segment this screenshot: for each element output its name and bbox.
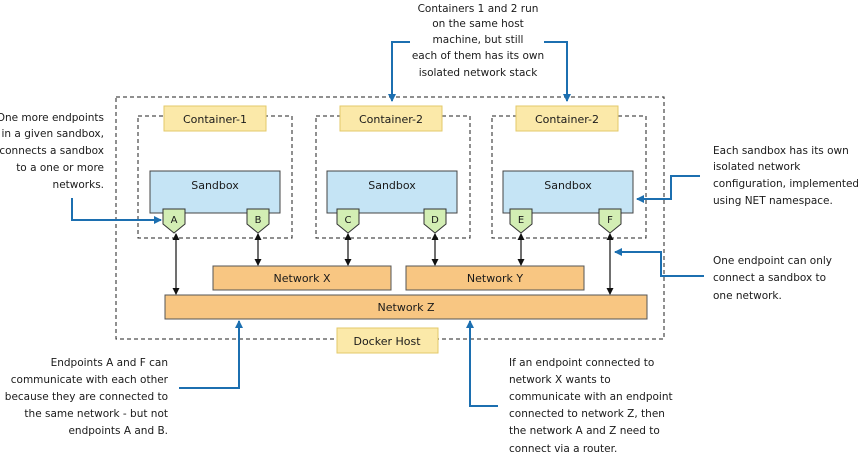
container-tag-label: Container-2 (535, 113, 599, 126)
note-line: to a one or more (16, 162, 104, 174)
note-line: endpoints A and B. (68, 425, 168, 437)
container-tag-1: Container-1 (163, 105, 267, 132)
note-line: network X wants to (509, 374, 611, 386)
endpoint-c: C (336, 208, 360, 234)
callout-arrow-bottom-left (179, 320, 243, 389)
endpoint-label: B (255, 215, 262, 226)
note-line: on the same host (432, 18, 524, 30)
note-bottom-left: Endpoints A and F can communicate with e… (5, 357, 169, 437)
container-tag-2: Container-2 (339, 105, 443, 132)
note-line: communicate with each other (11, 374, 169, 386)
endpoint-label: D (431, 215, 439, 226)
note-line: one network. (713, 290, 782, 302)
note-line: One endpoint can only (713, 255, 832, 267)
note-line: configuration, implemented (713, 178, 858, 190)
endpoint-f: F (598, 208, 622, 234)
note-right-mid: One endpoint can only connect a sandbox … (713, 255, 832, 302)
network-y-label: Network Y (467, 272, 523, 285)
endpoint-label: C (345, 215, 352, 226)
note-line: isolated network stack (419, 67, 539, 79)
endpoint-label: E (518, 215, 524, 226)
note-line: Endpoints A and F can (51, 357, 168, 369)
container-tag-label: Container-1 (183, 113, 247, 126)
callout-arrow-top-left (388, 41, 410, 102)
note-line: in a given sandbox, (2, 128, 104, 140)
endpoint-d: D (423, 208, 447, 234)
container-tag-3: Container-2 (515, 105, 619, 132)
sandbox-label: Sandbox (544, 179, 592, 192)
callout-arrow-top-right (544, 41, 571, 102)
note-line: using NET namespace. (713, 195, 833, 207)
note-line: connect via a router. (509, 443, 617, 455)
callout-arrow-bottom-right (466, 320, 498, 407)
network-x-label: Network X (274, 272, 331, 285)
note-line: connects a sandbox (0, 145, 104, 157)
network-y: Network Y (405, 265, 585, 291)
note-line: connected to network Z, then (509, 408, 665, 420)
network-z: Network Z (164, 294, 648, 320)
note-line: If an endpoint connected to (509, 357, 654, 369)
note-line: the network A and Z need to (509, 425, 660, 437)
note-line: machine, but still (433, 34, 524, 46)
callout-arrow-right-top (636, 175, 700, 203)
sandbox-label: Sandbox (191, 179, 239, 192)
note-line: because they are connected to (5, 391, 168, 403)
note-line: Each sandbox has its own (713, 145, 849, 157)
container-tag-label: Container-2 (359, 113, 423, 126)
network-x: Network X (212, 265, 392, 291)
sandbox-3: Sandbox (502, 170, 634, 214)
note-top: Containers 1 and 2 run on the same host … (412, 3, 544, 79)
sandbox-2: Sandbox (326, 170, 458, 214)
network-z-label: Network Z (378, 301, 435, 314)
note-right-top: Each sandbox has its own isolated networ… (713, 145, 858, 207)
note-line: communicate with an endpoint (509, 391, 673, 403)
sandbox-1: Sandbox (149, 170, 281, 214)
endpoint-e: E (509, 208, 533, 234)
callout-arrow-right-mid (614, 248, 704, 277)
note-left: One more endpoints in a given sandbox, c… (0, 112, 104, 191)
endpoint-a: A (162, 208, 186, 234)
endpoint-label: A (171, 215, 178, 226)
note-bottom-right: If an endpoint connected to network X wa… (509, 357, 673, 455)
note-line: Containers 1 and 2 run (418, 3, 539, 15)
docker-host-tag: Docker Host (336, 327, 439, 354)
note-line: networks. (53, 179, 104, 191)
sandbox-label: Sandbox (368, 179, 416, 192)
note-line: connect a sandbox to (713, 272, 826, 284)
callout-arrow-left (71, 198, 162, 224)
note-line: One more endpoints (0, 112, 104, 124)
note-line: the same network - but not (24, 408, 168, 420)
note-line: isolated network (713, 161, 801, 173)
note-line: each of them has its own (412, 50, 544, 62)
endpoint-label: F (607, 215, 613, 226)
endpoint-b: B (246, 208, 270, 234)
docker-host-label: Docker Host (353, 335, 421, 348)
